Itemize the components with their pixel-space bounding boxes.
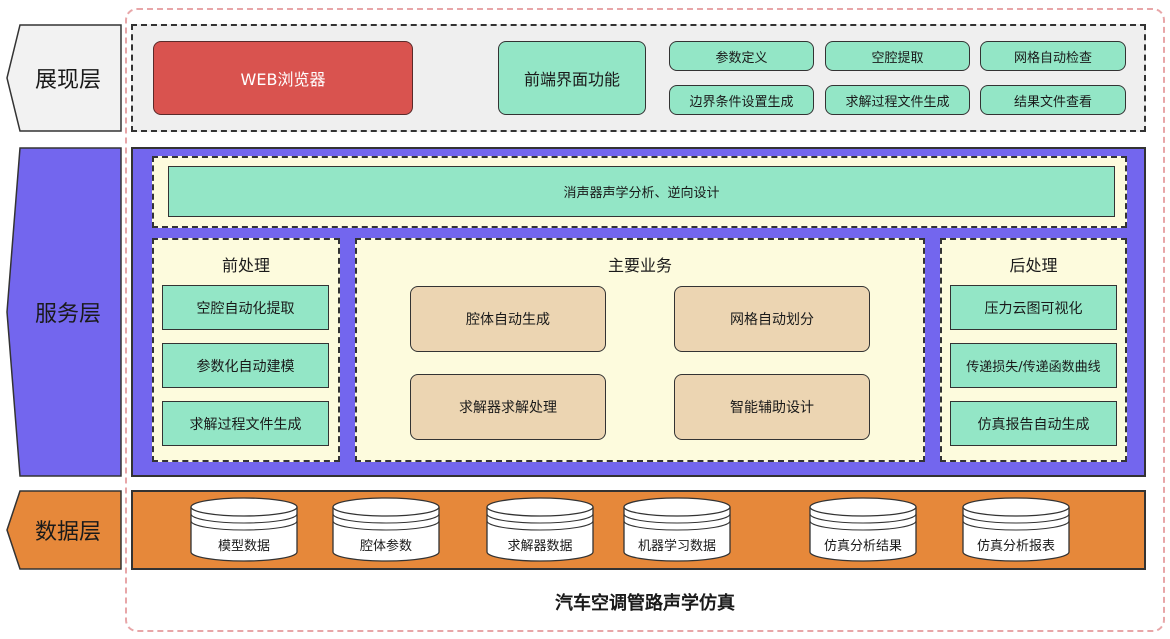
database-icon <box>332 497 440 562</box>
postprocessing-title: 后处理 <box>1009 256 1058 275</box>
layer-arrow-shape <box>6 24 122 132</box>
database-label: 仿真分析结果 <box>823 538 902 554</box>
database-cylinder: 仿真分析结果 <box>809 496 917 562</box>
database-label: 仿真分析报表 <box>976 538 1055 554</box>
layer-label-data: 数据层 <box>6 490 122 570</box>
layer-label-text: 展现层 <box>34 68 101 93</box>
database-label: 腔体参数 <box>359 538 412 554</box>
database-label: 机器学习数据 <box>637 538 716 554</box>
preprocessing-item: 参数化自动建模 <box>162 343 329 388</box>
function-item: 结果文件查看 <box>980 85 1126 115</box>
main-business-item: 智能辅助设计 <box>674 374 870 440</box>
database-label: 模型数据 <box>217 538 270 554</box>
layer-label-service: 服务层 <box>6 147 122 477</box>
preprocessing-item: 求解过程文件生成 <box>162 401 329 446</box>
database-cylinder: 仿真分析报表 <box>962 496 1070 562</box>
database-label: 求解器数据 <box>507 538 573 554</box>
outer-frame <box>125 8 1165 632</box>
function-item: 求解过程文件生成 <box>825 85 970 115</box>
layer-label-text: 数据层 <box>34 520 101 545</box>
database-cylinder: 求解器数据 <box>486 496 594 562</box>
web-browser-box: WEB浏览器 <box>153 41 413 115</box>
diagram-title: 汽车空调管路声学仿真 <box>555 593 735 614</box>
database-icon <box>190 497 298 562</box>
preprocessing-title: 前处理 <box>221 256 270 275</box>
function-item: 网格自动检查 <box>980 41 1126 71</box>
database-icon <box>809 497 917 562</box>
function-item: 参数定义 <box>669 41 814 71</box>
preprocessing-item: 空腔自动化提取 <box>162 285 329 330</box>
layer-arrow-shape <box>6 147 122 477</box>
layer-label-text: 服务层 <box>34 302 101 327</box>
database-icon <box>623 497 731 562</box>
main-business-title: 主要业务 <box>607 256 672 275</box>
postprocessing-item: 仿真报告自动生成 <box>950 401 1117 446</box>
database-cylinder: 机器学习数据 <box>623 496 731 562</box>
function-item: 空腔提取 <box>825 41 970 71</box>
main-business-item: 网格自动划分 <box>674 286 870 352</box>
database-cylinder: 模型数据 <box>190 496 298 562</box>
postprocessing-item: 压力云图可视化 <box>950 285 1117 330</box>
database-icon <box>486 497 594 562</box>
frontend-function-box: 前端界面功能 <box>498 41 646 115</box>
muffler-analysis-box: 消声器声学分析、逆向设计 <box>168 166 1115 217</box>
layer-arrow-shape <box>6 490 122 570</box>
database-icon <box>962 497 1070 562</box>
postprocessing-item: 传递损失/传递函数曲线 <box>950 343 1117 388</box>
main-business-item: 求解器求解处理 <box>410 374 606 440</box>
main-business-item: 腔体自动生成 <box>410 286 606 352</box>
database-cylinder: 腔体参数 <box>332 496 440 562</box>
layer-label-presentation: 展现层 <box>6 24 122 132</box>
function-item: 边界条件设置生成 <box>669 85 814 115</box>
